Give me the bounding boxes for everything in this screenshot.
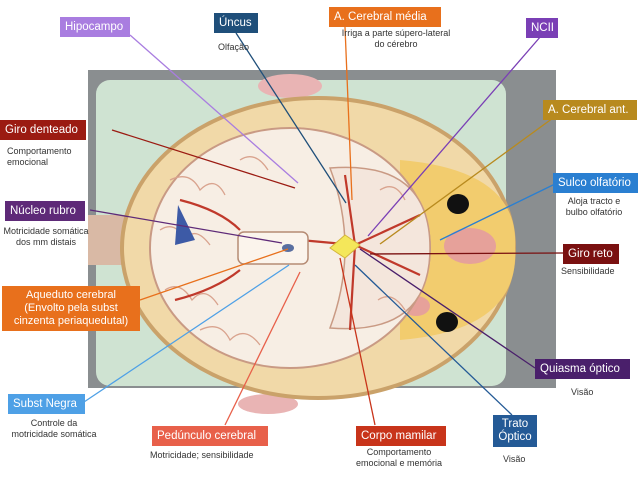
line-trato [354, 264, 513, 416]
line-aqueduto [139, 248, 289, 301]
ventricle [175, 205, 195, 245]
line-giro-reto [369, 252, 564, 255]
label-hipocampo: Hipocampo [60, 17, 130, 37]
corpo-caption: Comportamento emocional e memória [355, 447, 443, 468]
label-aqueduto: Aqueduto cerebral (Envolto pela subst ci… [2, 286, 140, 331]
label-subst: Subst Negra [8, 394, 85, 414]
nucleo-caption: Motricidade somática dos mm distais [3, 226, 89, 247]
line-quiasma [359, 248, 536, 369]
midbrain [237, 231, 309, 265]
line-nucleo [89, 209, 283, 244]
line-corpo [339, 257, 376, 426]
line-subst [83, 264, 290, 403]
giro-denteado-caption: Comportamento emocional [7, 146, 72, 167]
trato-caption: Visão [503, 454, 526, 464]
label-ncii: NCII [526, 18, 558, 38]
line-aca [379, 117, 554, 245]
label-quiasma: Quiasma óptico [535, 359, 630, 379]
label-giro-denteado: Giro denteado [0, 120, 86, 140]
line-giro-denteado [111, 129, 296, 189]
subst-caption: Controle da motricidade somática [11, 418, 97, 439]
line-acm [344, 26, 353, 201]
uncus-caption: Olfação [218, 42, 250, 52]
knob-bottom [238, 394, 298, 414]
line-ncii [367, 35, 542, 237]
line-uncus [235, 32, 347, 204]
label-corpo: Corpo mamilar [356, 426, 446, 446]
quiasma-caption: Visão [571, 387, 594, 397]
label-giro-reto: Giro reto [563, 244, 619, 264]
line-pedunculo [224, 271, 301, 426]
sulco-caption: Aloja tracto e bulbo olfatório [565, 196, 623, 217]
pedunculo-caption: Motricidade; sensibilidade [150, 450, 254, 460]
giro-reto-caption: Sensibilidade [561, 266, 615, 276]
line-sulco [439, 183, 556, 241]
orbit-upper [447, 194, 469, 214]
label-sulco: Sulco olfatório [553, 173, 638, 193]
nasal-pink-1 [444, 228, 496, 264]
label-acm: A. Cerebral média [329, 7, 441, 27]
label-trato: Trato Óptico [493, 415, 537, 447]
label-pedunculo: Pedúnculo cerebral [152, 426, 268, 446]
orbit-lower [436, 312, 458, 332]
chiasm-star [329, 234, 361, 259]
line-hipocampo [129, 34, 299, 184]
label-uncus: Úncus [214, 13, 258, 33]
label-nucleo: Núcleo rubro [5, 201, 85, 221]
acm-caption: Irriga a parte súpero-lateral do cérebro [341, 28, 451, 49]
label-aca: A. Cerebral ant. [543, 100, 637, 120]
